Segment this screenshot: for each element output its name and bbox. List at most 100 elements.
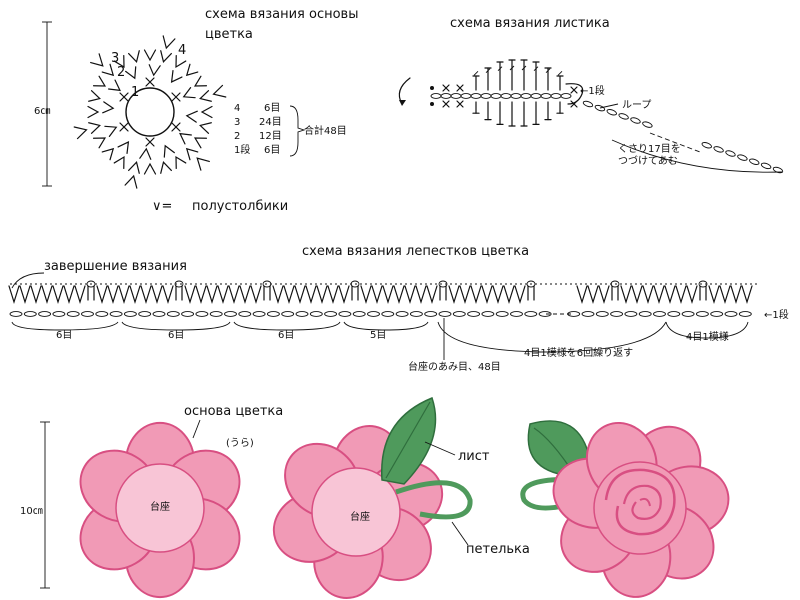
picot-symbol (351, 285, 359, 301)
chain-oval (209, 311, 223, 317)
flower-base-back (79, 421, 241, 599)
base-chart: схема вязания основы цветка 6㎝ 1 2 3 4 4… (34, 7, 359, 214)
chain-oval (594, 104, 606, 112)
slip-stitch-dot (430, 86, 434, 90)
segment-label: 6目 (278, 330, 294, 341)
loop-label: петелька (466, 542, 530, 557)
photo-size-label: 10㎝ (20, 506, 43, 517)
picot-symbol (611, 285, 619, 301)
v-stitch-symbol (107, 285, 119, 305)
x-stitch-symbol (442, 100, 450, 108)
x-stitch-symbol (145, 137, 155, 147)
base-label: основа цветка (184, 404, 283, 419)
v-stitch-symbol (338, 285, 350, 305)
v-stitch-symbol (675, 285, 687, 305)
finished-rose (520, 420, 730, 598)
v-stitch-symbol (128, 50, 140, 63)
v-stitch-symbol (193, 75, 208, 87)
x-stitch-symbol (456, 84, 464, 92)
back-side-label: (うら) (226, 437, 254, 449)
v-stitch-symbol (415, 285, 427, 305)
chain-oval (710, 311, 724, 317)
round-label-3: 3 (111, 51, 119, 66)
slip-stitch-dot (430, 102, 434, 106)
v-stitch-symbol (404, 285, 416, 305)
v-stitch-symbol (576, 285, 588, 305)
v-stitch-symbol (481, 285, 493, 305)
chain-oval (520, 93, 532, 99)
v-stitch-symbol (175, 54, 187, 69)
loop-chain-gap (649, 132, 701, 153)
v-stitch-symbol (587, 285, 599, 305)
chain-oval (630, 117, 641, 124)
chain-oval (367, 311, 380, 317)
chain-oval (23, 311, 37, 317)
segment-bracket (343, 321, 429, 331)
v-stitch-symbol (117, 141, 130, 154)
leaf-loop-pointer (599, 103, 619, 109)
v-stitch-symbol (88, 90, 101, 102)
chain-oval (440, 93, 452, 99)
x-stitch-symbol (171, 122, 181, 132)
chain-oval (737, 154, 748, 161)
picot-symbol (87, 285, 95, 301)
rounds-table-round: 1段 (234, 143, 250, 156)
picot-symbol (263, 285, 271, 301)
v-stitch-symbol (52, 285, 64, 305)
v-stitch-symbol (102, 101, 115, 114)
round-label-2: 2 (117, 65, 125, 80)
v-stitch-symbol (503, 285, 515, 305)
v-stitch-symbol (200, 105, 213, 119)
repeat-bracket (665, 321, 749, 339)
chain-oval (725, 150, 736, 157)
v-stitch-symbol (719, 285, 731, 305)
petal-row-marker: ←1段 (764, 308, 789, 321)
chain-oval (252, 311, 266, 317)
v-stitch-symbol (272, 285, 284, 305)
v-stitch-symbol (199, 122, 212, 134)
v-stitch-symbol (360, 285, 372, 305)
chain-oval (450, 93, 462, 99)
v-stitch-symbol (88, 122, 101, 134)
chain-oval (467, 311, 481, 317)
v-stitch-symbol (108, 79, 121, 92)
tall-stitch-bar (497, 66, 503, 71)
tall-stitch-bar (545, 68, 551, 73)
petal-stitch-symbols (8, 280, 760, 305)
v-stitch-symbol (148, 64, 161, 77)
v-stitch-symbol (175, 155, 187, 170)
chain-oval (480, 93, 492, 99)
chain-oval (510, 311, 523, 317)
chain-oval (138, 311, 152, 317)
leaf-loop-label: ループ (622, 99, 651, 111)
segment-bracket (121, 321, 231, 331)
chain-oval (295, 311, 309, 317)
v-stitch-symbol (143, 162, 157, 175)
chain-oval (490, 93, 502, 99)
tall-stitch-bar (473, 71, 479, 76)
chain-oval (495, 311, 509, 317)
picot-symbol (527, 285, 535, 301)
leaf-stitch-symbols (430, 59, 584, 127)
v-stitch-symbol (631, 285, 643, 305)
chain-oval (624, 311, 638, 317)
turn-arrow-head (399, 100, 406, 106)
segment-label: 5目 (370, 330, 386, 341)
v-stitch-symbol (41, 285, 53, 305)
round-label-4: 4 (178, 43, 186, 58)
chain-oval (524, 311, 538, 317)
rose-spiral (622, 484, 662, 520)
v-stitch-symbol (195, 285, 207, 305)
v-stitch-symbol (426, 285, 438, 305)
v-stitch-symbol (73, 126, 88, 140)
v-stitch-symbol (294, 285, 306, 305)
chain-oval (381, 311, 395, 317)
photo-row: 10㎝ основа цветка (うら) 台座 台座 лист петель… (20, 397, 730, 599)
chain-oval (510, 93, 522, 99)
tall-stitch-bar (485, 68, 491, 73)
chain-oval (52, 311, 66, 317)
center-label: 台座 (350, 510, 370, 523)
v-stitch-symbol (113, 155, 125, 170)
v-stitch-symbol (139, 147, 152, 160)
